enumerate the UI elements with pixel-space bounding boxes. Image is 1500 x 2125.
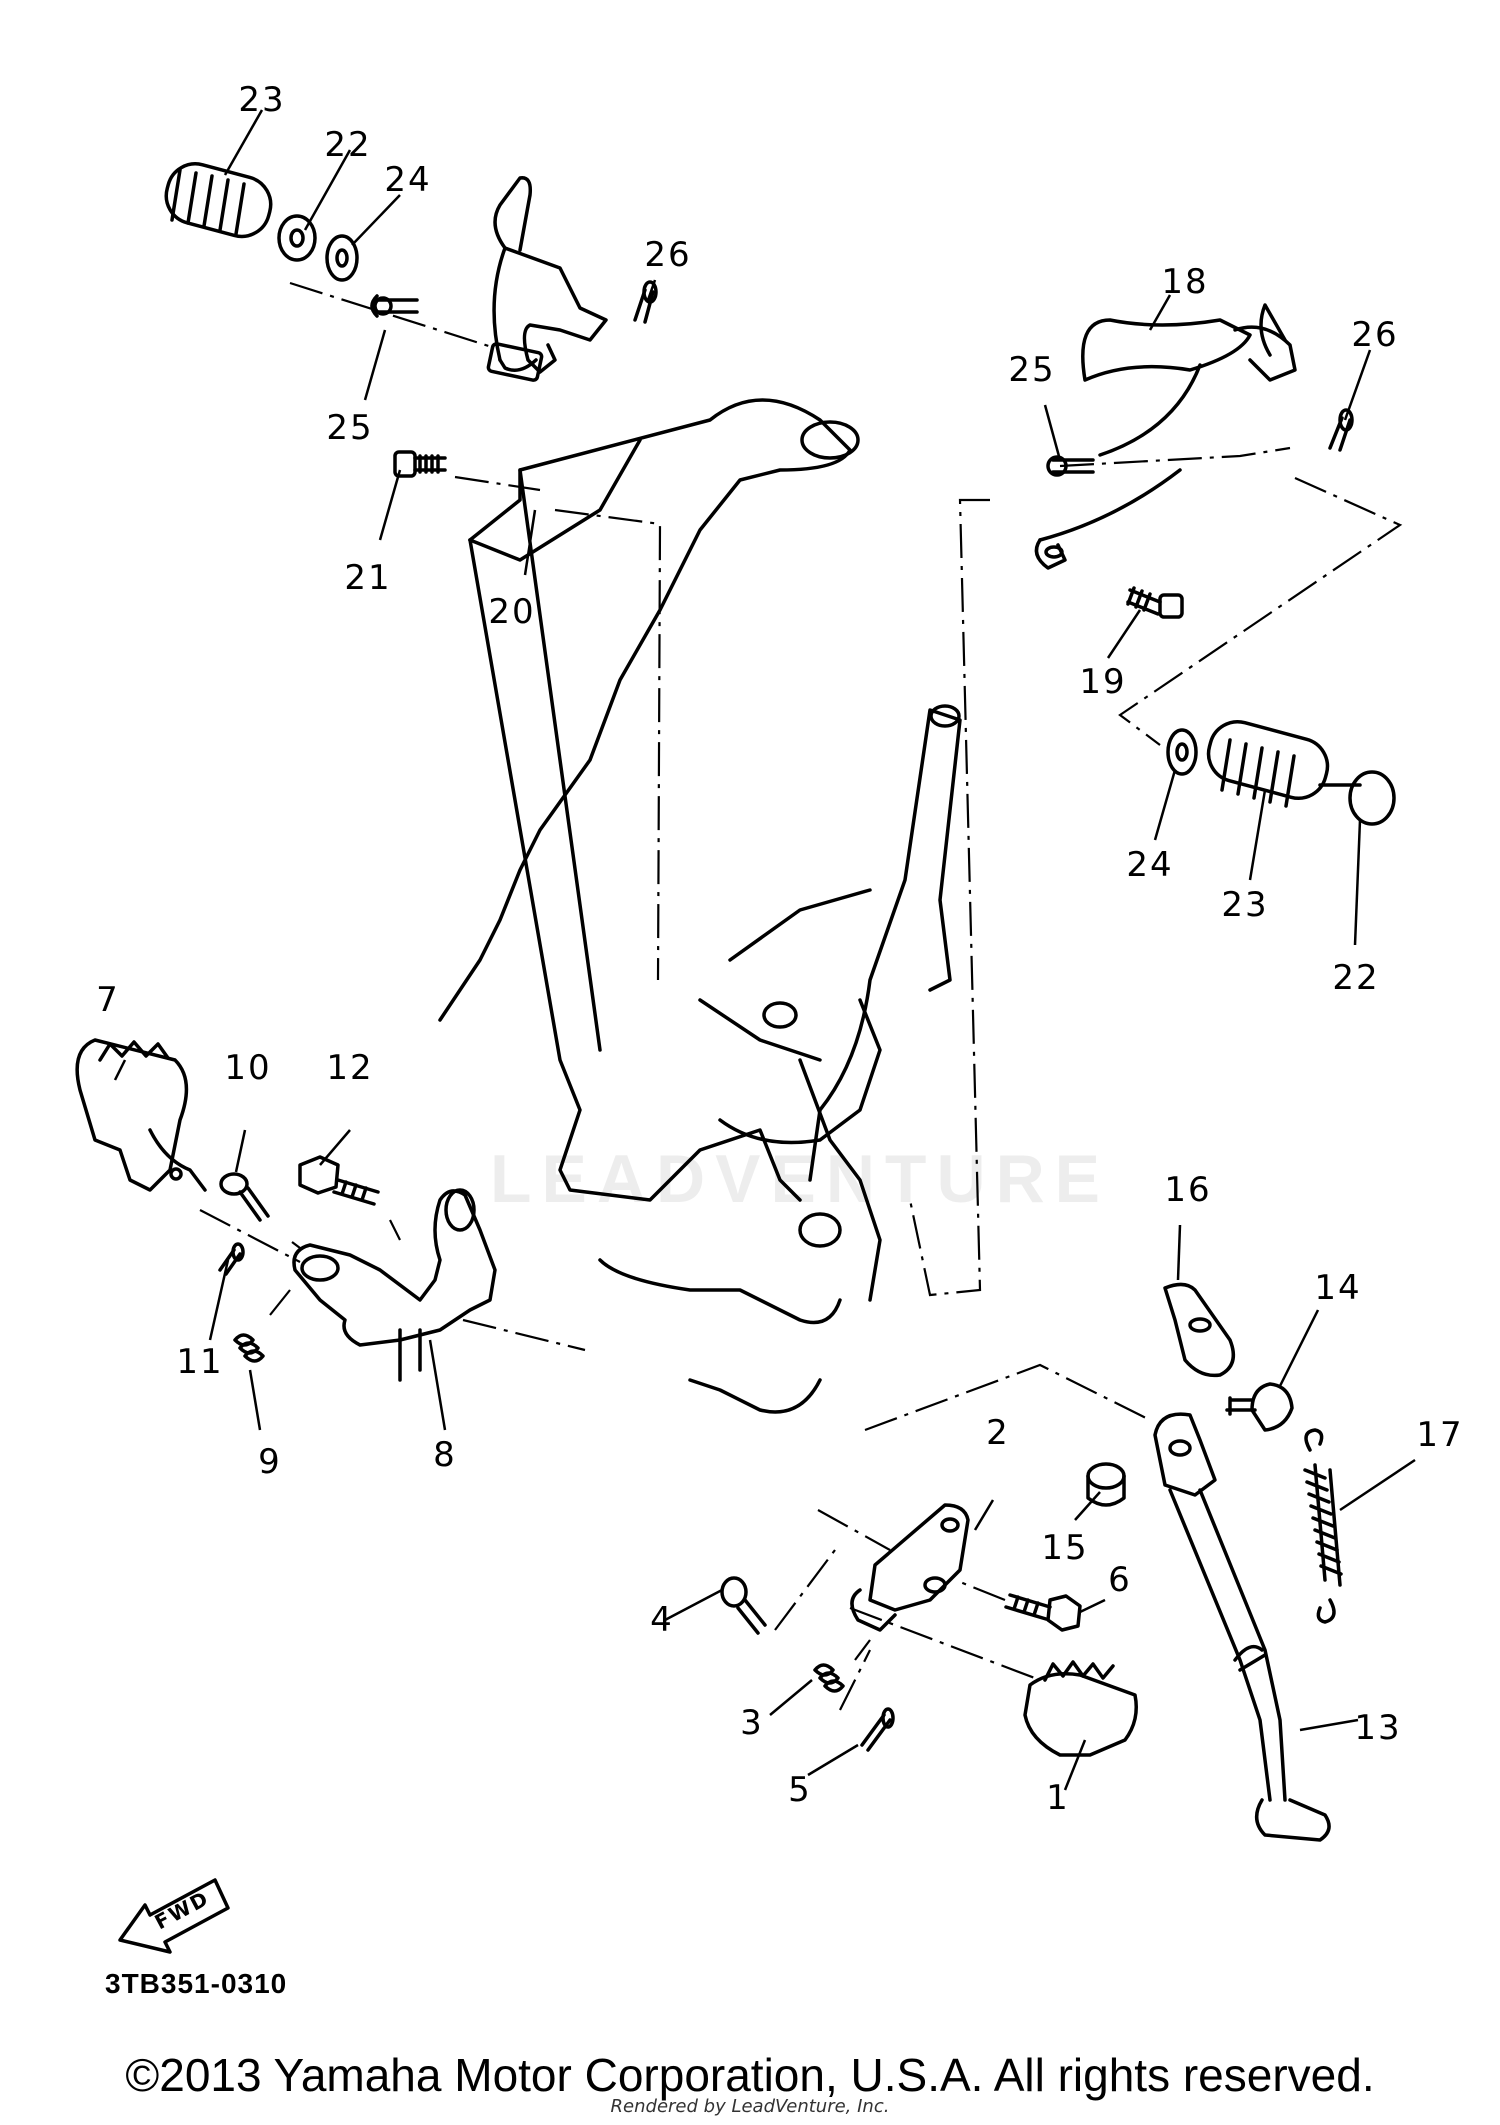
callout-23-right: 23 xyxy=(1221,885,1269,925)
bolt-12 xyxy=(298,1155,380,1206)
callout-8: 8 xyxy=(433,1435,457,1475)
callout-10: 10 xyxy=(224,1048,272,1088)
callout-1: 1 xyxy=(1046,1778,1070,1818)
washer-24-left xyxy=(325,234,359,282)
callout-15: 15 xyxy=(1041,1528,1089,1568)
callout-12: 12 xyxy=(326,1048,374,1088)
callout-26-right: 26 xyxy=(1351,315,1399,355)
callout-24-left: 24 xyxy=(384,160,432,200)
callout-20: 20 xyxy=(488,592,536,632)
callout-25-right: 25 xyxy=(1008,350,1056,390)
frame-section xyxy=(438,398,962,1414)
callout-22-left: 22 xyxy=(324,125,372,165)
rear-footrest-left xyxy=(164,162,317,262)
callout-7: 7 xyxy=(96,980,120,1020)
footrest-1 xyxy=(1023,1660,1138,1757)
callout-16: 16 xyxy=(1164,1170,1212,1210)
bolt-21 xyxy=(393,450,447,478)
cotter-pin-26-left xyxy=(633,280,658,324)
callout-13: 13 xyxy=(1354,1708,1402,1748)
callout-9: 9 xyxy=(258,1442,282,1482)
bolt-14 xyxy=(1225,1382,1294,1432)
footrest-bracket-20 xyxy=(486,176,608,382)
callout-25-left: 25 xyxy=(326,408,374,448)
collar-15 xyxy=(1086,1462,1126,1507)
washer-24-right xyxy=(1166,728,1198,776)
callout-18: 18 xyxy=(1161,262,1209,302)
rear-footrest-right xyxy=(1206,720,1396,826)
bolt-19 xyxy=(1126,586,1184,619)
callout-4: 4 xyxy=(650,1600,674,1640)
callout-17: 17 xyxy=(1416,1415,1464,1455)
callout-6: 6 xyxy=(1108,1560,1132,1600)
callout-5: 5 xyxy=(788,1770,812,1810)
plate-16 xyxy=(1163,1282,1236,1378)
cotter-pin-5 xyxy=(860,1707,895,1752)
spring-3 xyxy=(813,1663,845,1693)
footrest-7 xyxy=(75,1038,207,1192)
spring-17 xyxy=(1303,1428,1343,1624)
callout-23-left: 23 xyxy=(238,80,286,120)
callout-22-right: 22 xyxy=(1332,958,1380,998)
footrest-bracket-8 xyxy=(292,1188,497,1382)
callout-14: 14 xyxy=(1314,1268,1362,1308)
rendered-by-notice: Rendered by LeadVenture, Inc. xyxy=(610,2096,890,2117)
callout-21: 21 xyxy=(344,558,392,598)
pin-4 xyxy=(720,1576,767,1635)
callout-11: 11 xyxy=(176,1342,224,1382)
bolt-6 xyxy=(1004,1593,1082,1632)
callout-24-right: 24 xyxy=(1126,845,1174,885)
callout-26-left: 26 xyxy=(644,235,692,275)
cotter-pin-11 xyxy=(218,1242,245,1276)
sidestand-13 xyxy=(1153,1412,1331,1842)
footrest-bracket-2 xyxy=(850,1503,970,1632)
pin-10 xyxy=(219,1172,270,1222)
callout-2: 2 xyxy=(986,1413,1010,1453)
callout-19: 19 xyxy=(1079,662,1127,702)
callout-3: 3 xyxy=(740,1703,764,1743)
watermark: LEADVENTURE xyxy=(490,1141,1111,1217)
diagram-code: 3TB351-0310 xyxy=(105,1968,288,1999)
cotter-pin-26-right xyxy=(1328,408,1354,452)
footrest-bracket-18 xyxy=(1034,303,1297,570)
bolt-25-left xyxy=(370,294,419,318)
spring-9 xyxy=(233,1333,265,1363)
fwd-arrow-icon xyxy=(118,1878,230,1954)
copyright-notice: ©2013 Yamaha Motor Corporation, U.S.A. A… xyxy=(125,2049,1375,2101)
